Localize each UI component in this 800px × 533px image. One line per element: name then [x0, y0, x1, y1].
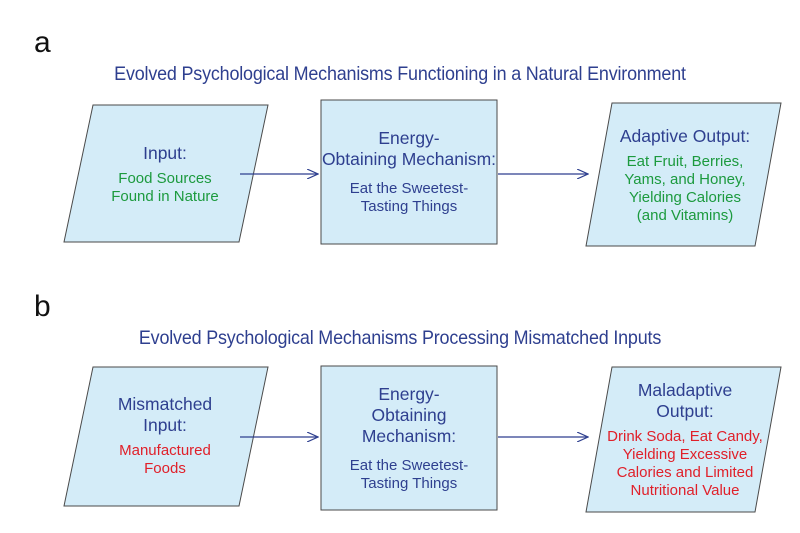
text-line: Maladaptive — [637, 380, 733, 400]
mechanism-content-b: Eat the Sweetest-Tasting Things — [350, 457, 468, 493]
text-line: Output: — [656, 401, 714, 421]
panel-letter-b: b — [34, 290, 51, 323]
mechanism-content-a: Eat the Sweetest-Tasting Things — [350, 180, 468, 216]
panel-title-a: Evolved Psychological Mechanisms Functio… — [114, 63, 686, 85]
input-heading-a: Input: — [143, 143, 187, 164]
text-line: Nutritional Value — [630, 482, 740, 499]
mechanism-heading-a: Energy-Obtaining Mechanism: — [322, 128, 496, 170]
text-line: Tasting Things — [360, 198, 458, 215]
text-line: Foods — [144, 460, 186, 477]
output-content-a: Eat Fruit, Berries,Yams, and Honey,Yield… — [624, 153, 745, 225]
text-line: Yams, and Honey, — [624, 170, 746, 188]
text-line: Food Sources — [118, 169, 212, 187]
text-line: Energy- — [378, 128, 440, 148]
mechanism-box-a — [320, 99, 498, 245]
text-line: Eat the Sweetest- — [349, 456, 469, 474]
text-line: Yielding Excessive — [622, 446, 748, 463]
output-parallelogram-a — [585, 102, 782, 247]
output-parallelogram-b — [585, 366, 782, 513]
text-line: Eat Fruit, Berries, — [626, 152, 744, 170]
text-line: (and Vitamins) — [636, 206, 734, 224]
output-text-a: Adaptive Output: Eat Fruit, Berries,Yams… — [590, 108, 780, 242]
text-line: Calories and Limited — [616, 464, 754, 481]
panel-title-b: Evolved Psychological Mechanisms Process… — [138, 327, 662, 349]
text-line: Adaptive Output: — [619, 125, 751, 146]
output-content-b: Drink Soda, Eat Candy,Yielding Excessive… — [607, 428, 763, 500]
text-line: Tasting Things — [360, 474, 458, 492]
mechanism-box-b — [320, 365, 498, 511]
text-line: Mechanism: — [361, 425, 457, 446]
input-parallelogram-a — [63, 104, 269, 243]
text-line: Drink Soda, Eat Candy, — [607, 428, 763, 445]
text-line: Obtaining Mechanism: — [321, 149, 497, 169]
text-line: Yielding Calories — [628, 188, 741, 206]
input-parallelogram-b — [63, 366, 269, 507]
panel-letter-a: a — [34, 26, 51, 59]
text-line: Eat the Sweetest- — [349, 180, 469, 197]
text-line: Manufactured — [119, 442, 211, 459]
output-heading-a: Adaptive Output: — [620, 126, 750, 147]
text-line: Energy- — [378, 383, 440, 404]
text-line: Input: — [143, 415, 187, 435]
text-line: Obtaining — [371, 404, 447, 425]
text-line: Found in Nature — [111, 187, 219, 205]
mechanism-text-a: Energy-Obtaining Mechanism: Eat the Swee… — [321, 104, 497, 240]
text-line: Input: — [143, 142, 187, 163]
text-line: Mismatched — [117, 394, 213, 414]
